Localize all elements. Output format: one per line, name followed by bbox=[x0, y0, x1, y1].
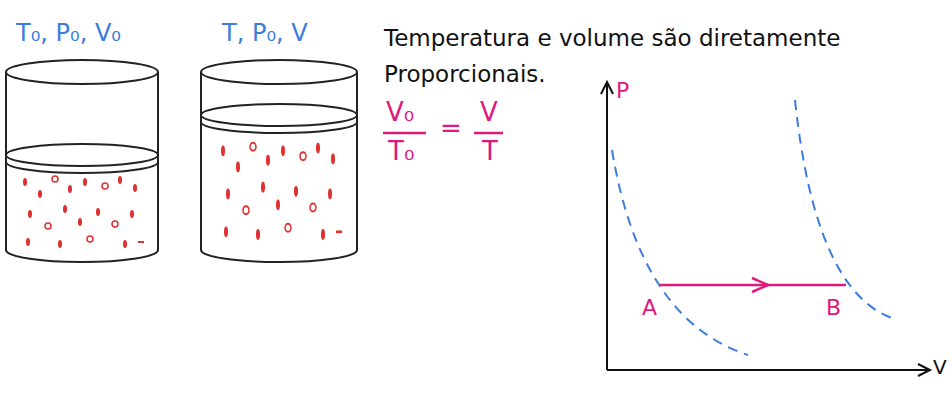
axis-label: P bbox=[616, 78, 629, 103]
formula-term: V bbox=[480, 98, 498, 128]
axis-label: V bbox=[933, 356, 947, 379]
formula-term: V₀ bbox=[386, 98, 414, 128]
isotherm bbox=[612, 100, 892, 355]
point-label: A bbox=[642, 295, 657, 320]
formula-term: T₀ bbox=[388, 137, 414, 167]
process-arrow bbox=[660, 278, 846, 292]
formula-sign: = bbox=[440, 114, 462, 144]
cylinder bbox=[201, 60, 357, 262]
axes bbox=[601, 82, 930, 376]
cylinder bbox=[6, 60, 158, 262]
state-label: T, P₀, V bbox=[222, 20, 308, 48]
state-label: T₀, P₀, V₀ bbox=[16, 20, 121, 48]
formula-term: T bbox=[482, 137, 498, 167]
point-label: B bbox=[826, 295, 841, 320]
note-text: Temperatura e volume são diretamente Pro… bbox=[384, 20, 924, 92]
gas-particles bbox=[221, 143, 342, 240]
gas-particles bbox=[23, 176, 144, 248]
